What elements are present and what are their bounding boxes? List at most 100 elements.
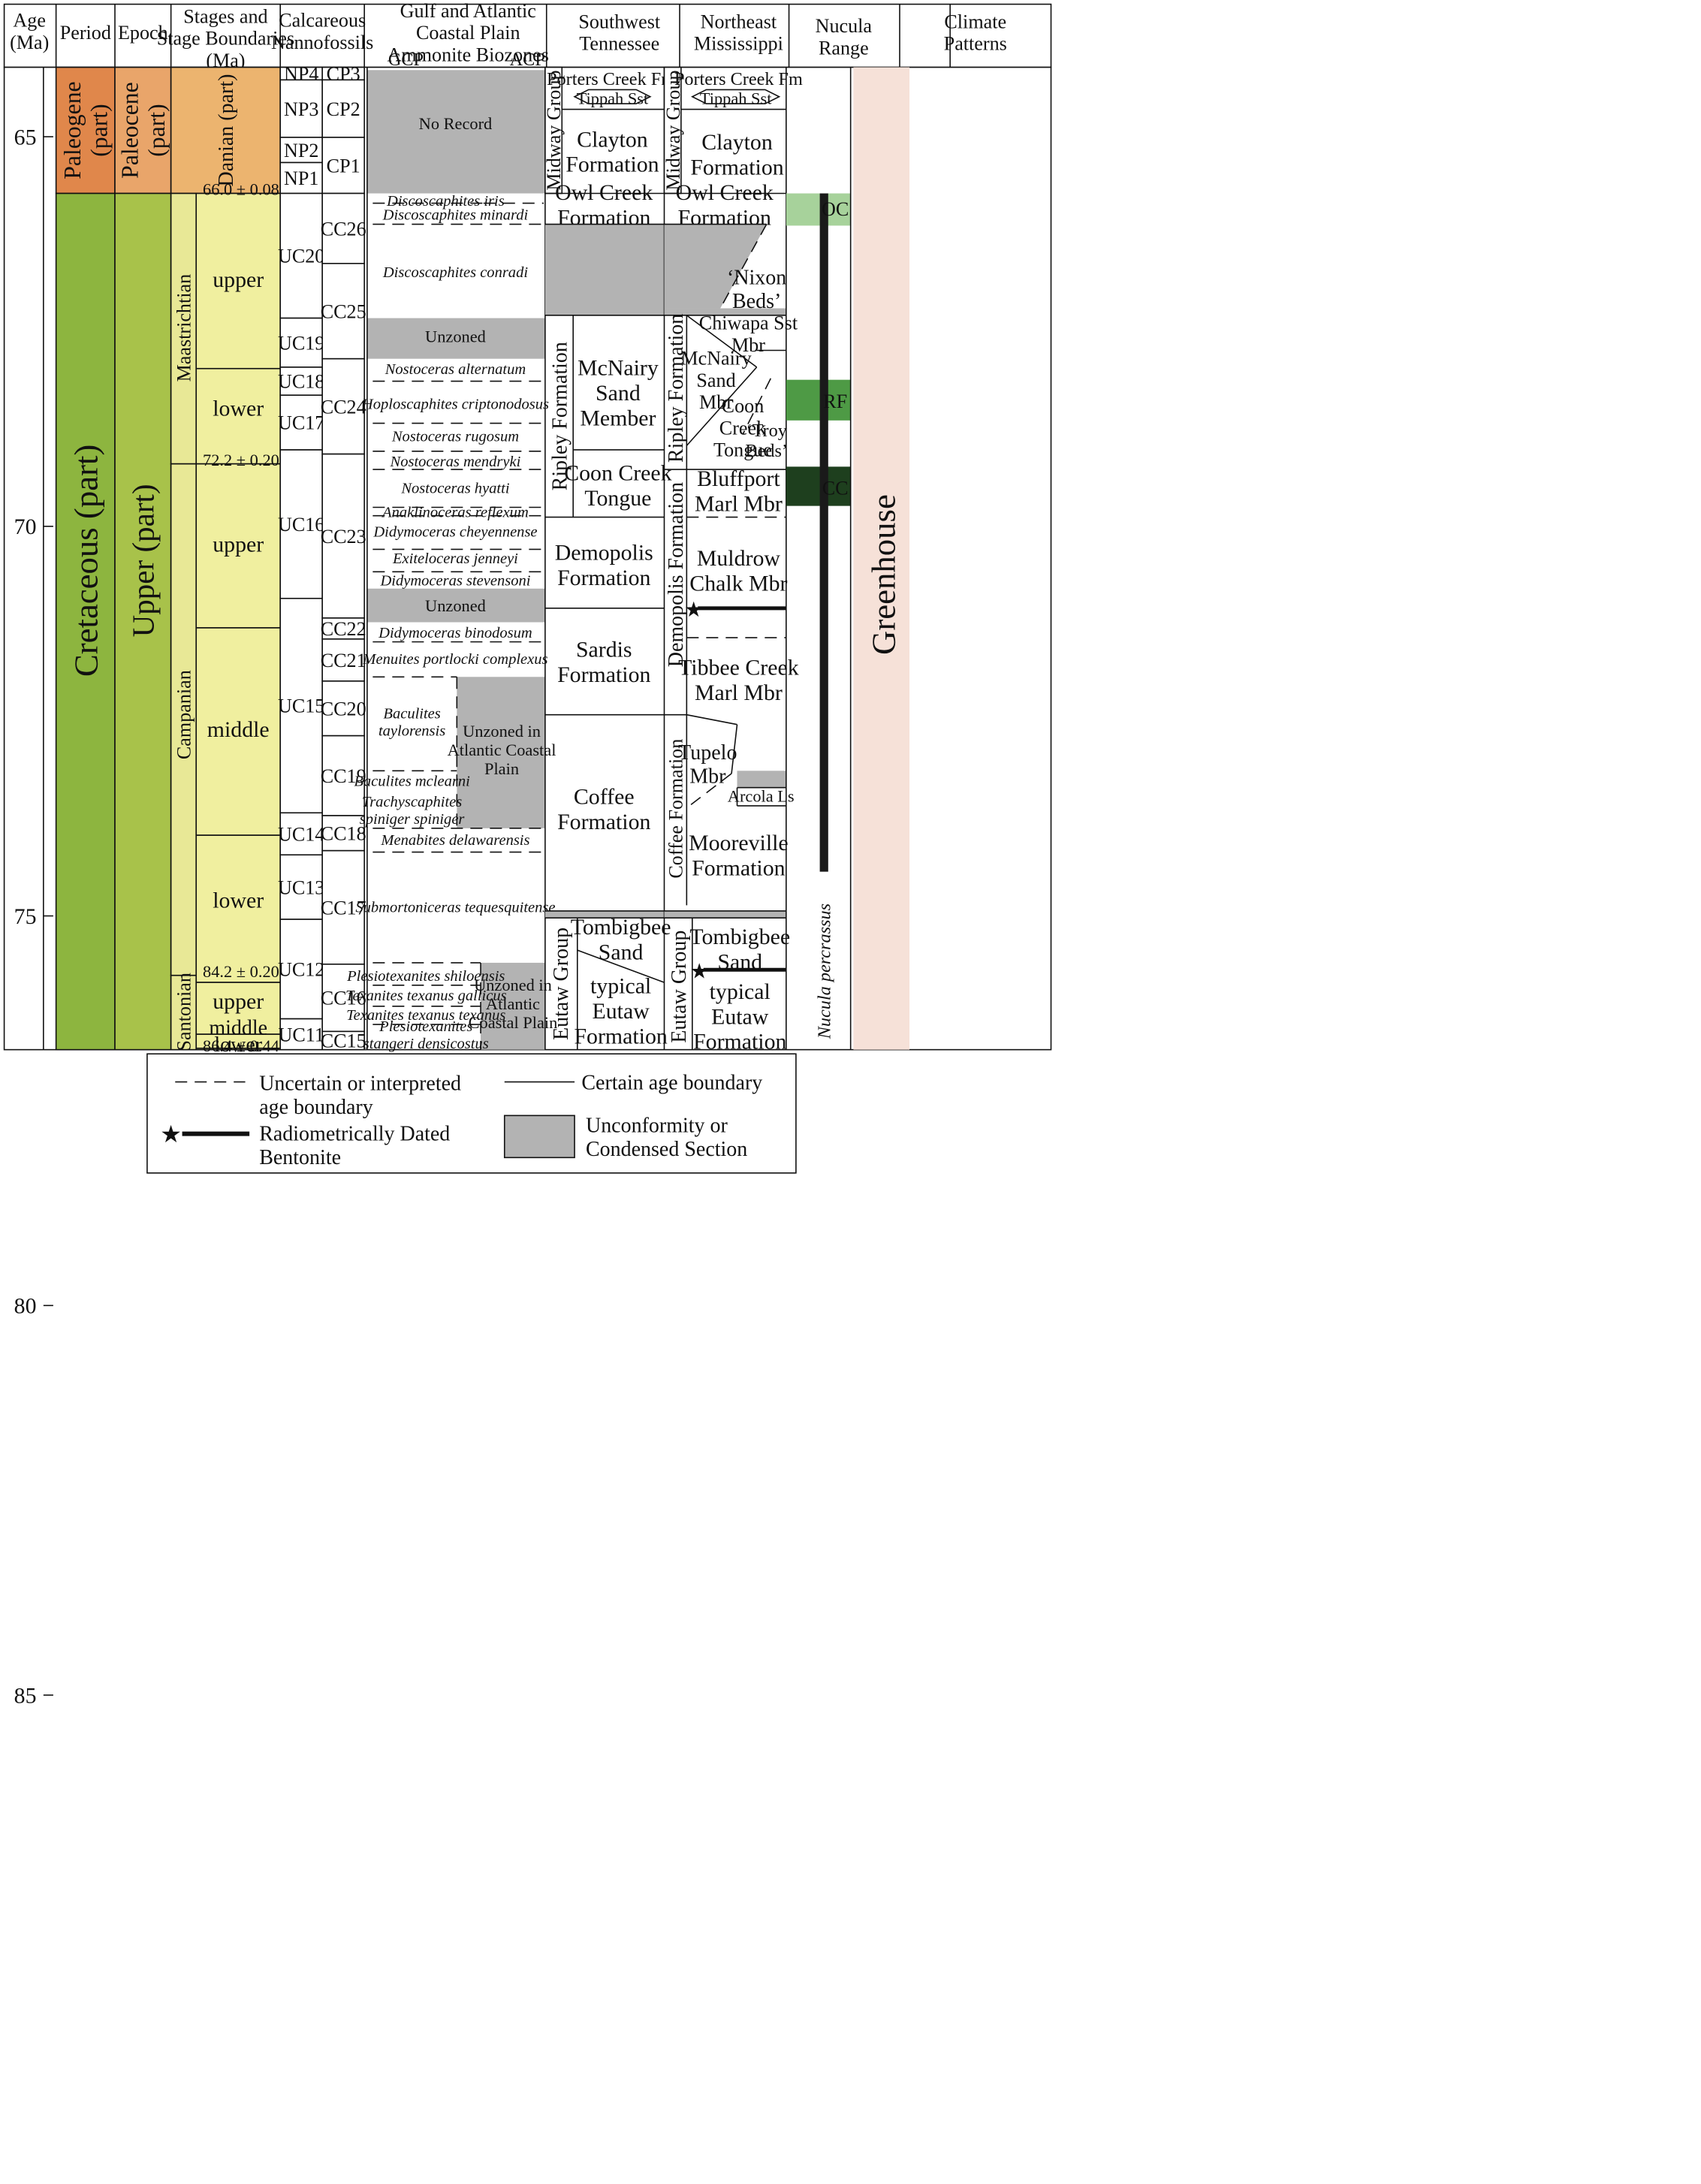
boundary-age: 72.2 ± 0.20 xyxy=(203,451,279,469)
period-cretaceous-label: Cretaceous (part) xyxy=(68,445,105,677)
ammonite-zone: Didymoceras cheyennense xyxy=(372,523,537,540)
ammonite-zone: Exiteloceras jenneyi xyxy=(392,551,518,567)
cp-zone xyxy=(321,79,365,138)
ammonite-zone: Texanites texanus gallicus xyxy=(345,988,507,1004)
ammonite-zone: Texanites texanus texanus xyxy=(346,1007,505,1024)
legend-unconformity-swatch xyxy=(503,1115,575,1159)
ne-unconformity xyxy=(664,910,786,919)
ammonite-unzoned: Unzoned xyxy=(425,327,486,346)
substage-cell xyxy=(195,367,281,465)
np-zone-label: NP3 xyxy=(284,98,318,120)
nucula-cc-label: CC xyxy=(822,478,849,499)
header-epoch: Epoch xyxy=(118,22,168,44)
ammonite-zone: Nostoceras alternatum xyxy=(385,361,526,378)
cc-zone-label: CC18 xyxy=(321,822,366,844)
age-tick-label: 65 xyxy=(14,125,37,149)
certain-boundary xyxy=(686,713,737,725)
substage-label: middle xyxy=(209,1017,267,1040)
ne-ripley-formation: Ripley Formation xyxy=(665,314,688,463)
cc-zone-label: CC19 xyxy=(321,765,366,787)
cc-zone xyxy=(321,638,365,682)
substage-cell xyxy=(195,463,281,629)
uc-zone xyxy=(279,394,323,451)
cc-zone-label: CC16 xyxy=(321,988,366,1009)
age-tick-label: 85 xyxy=(14,1683,37,1708)
age-tick-label: 70 xyxy=(14,514,37,539)
period-cretaceous xyxy=(55,192,116,1051)
ammonite-zone: Baculites mclearni xyxy=(354,774,470,790)
sw-tippah-sst: Tippah Sst xyxy=(577,89,649,107)
certain-boundary xyxy=(731,724,738,774)
cc-zone xyxy=(321,357,365,455)
sw-porters-creek: Porters Creek Fm xyxy=(547,69,675,89)
sw-eutaw-group: Eutaw Group xyxy=(550,928,573,1040)
bentonite-star-icon: ★ xyxy=(690,960,709,983)
uc-zone-label: UC20 xyxy=(278,246,324,267)
uc-zone xyxy=(279,317,323,368)
uc-zone-label: UC15 xyxy=(278,695,324,717)
epoch-upper xyxy=(114,192,172,1051)
unzoned-block xyxy=(366,588,545,623)
substage-label: upper xyxy=(213,267,264,292)
np-zone-label: NP2 xyxy=(284,140,318,161)
uc-zone-label: UC16 xyxy=(278,514,324,535)
cc-zone-label: CC20 xyxy=(321,698,366,719)
bentonite-star-icon: ★ xyxy=(684,599,703,622)
cc-zone xyxy=(321,735,365,816)
substage-cell xyxy=(195,192,281,370)
cc-zone-label: CC21 xyxy=(321,650,366,671)
stage-santonian xyxy=(170,974,198,1051)
cc-zone xyxy=(321,453,365,619)
header-gcp: GCP xyxy=(388,50,424,70)
cc-zone xyxy=(321,1030,365,1051)
header-age: Age(Ma) xyxy=(10,10,49,53)
uncertain-boundary xyxy=(689,773,732,807)
cc-zone-label: CC24 xyxy=(321,396,366,418)
substage-label: lower xyxy=(213,888,264,913)
cc-zone xyxy=(321,617,365,640)
sw-unconformity xyxy=(544,224,665,315)
ammonite-zone: Menuites portlocki complexus xyxy=(362,651,547,668)
certain-boundary xyxy=(577,949,665,983)
epoch-upper-label: Upper (part) xyxy=(126,484,161,637)
uc-zone xyxy=(279,919,323,1020)
np-zone-label: NP1 xyxy=(284,167,318,189)
ne-coffee-formation: Coffee Formation xyxy=(665,739,687,879)
nucula-species-label: Nucula percrassus xyxy=(815,903,835,1039)
ammonite-zone: Discoscaphites minardi xyxy=(382,207,529,224)
boundary-age: 84.2 ± 0.20 xyxy=(203,962,279,981)
ammonite-zone: Didymoceras stevensoni xyxy=(379,573,530,590)
ammonite-zone: Plesiotexanites shiloensis xyxy=(346,968,505,985)
certain-boundary xyxy=(719,224,768,309)
ammonite-zone: Didymoceras binodosum xyxy=(378,625,532,641)
ammonite-zone: Menabites delawarensis xyxy=(380,832,529,849)
substage-cell xyxy=(195,627,281,836)
stage-campanian-label: Campanian xyxy=(173,670,195,759)
ne-eutaw-group: Eutaw Group xyxy=(668,931,691,1043)
nucula-rf-band xyxy=(786,379,851,421)
uc-zone-label: UC14 xyxy=(278,823,324,845)
stage-maastrichtian-label: Maastrichtian xyxy=(173,274,195,382)
uc-zone-label: UC13 xyxy=(278,876,324,898)
ne-unconformity xyxy=(664,308,786,315)
certain-boundary xyxy=(686,367,758,446)
